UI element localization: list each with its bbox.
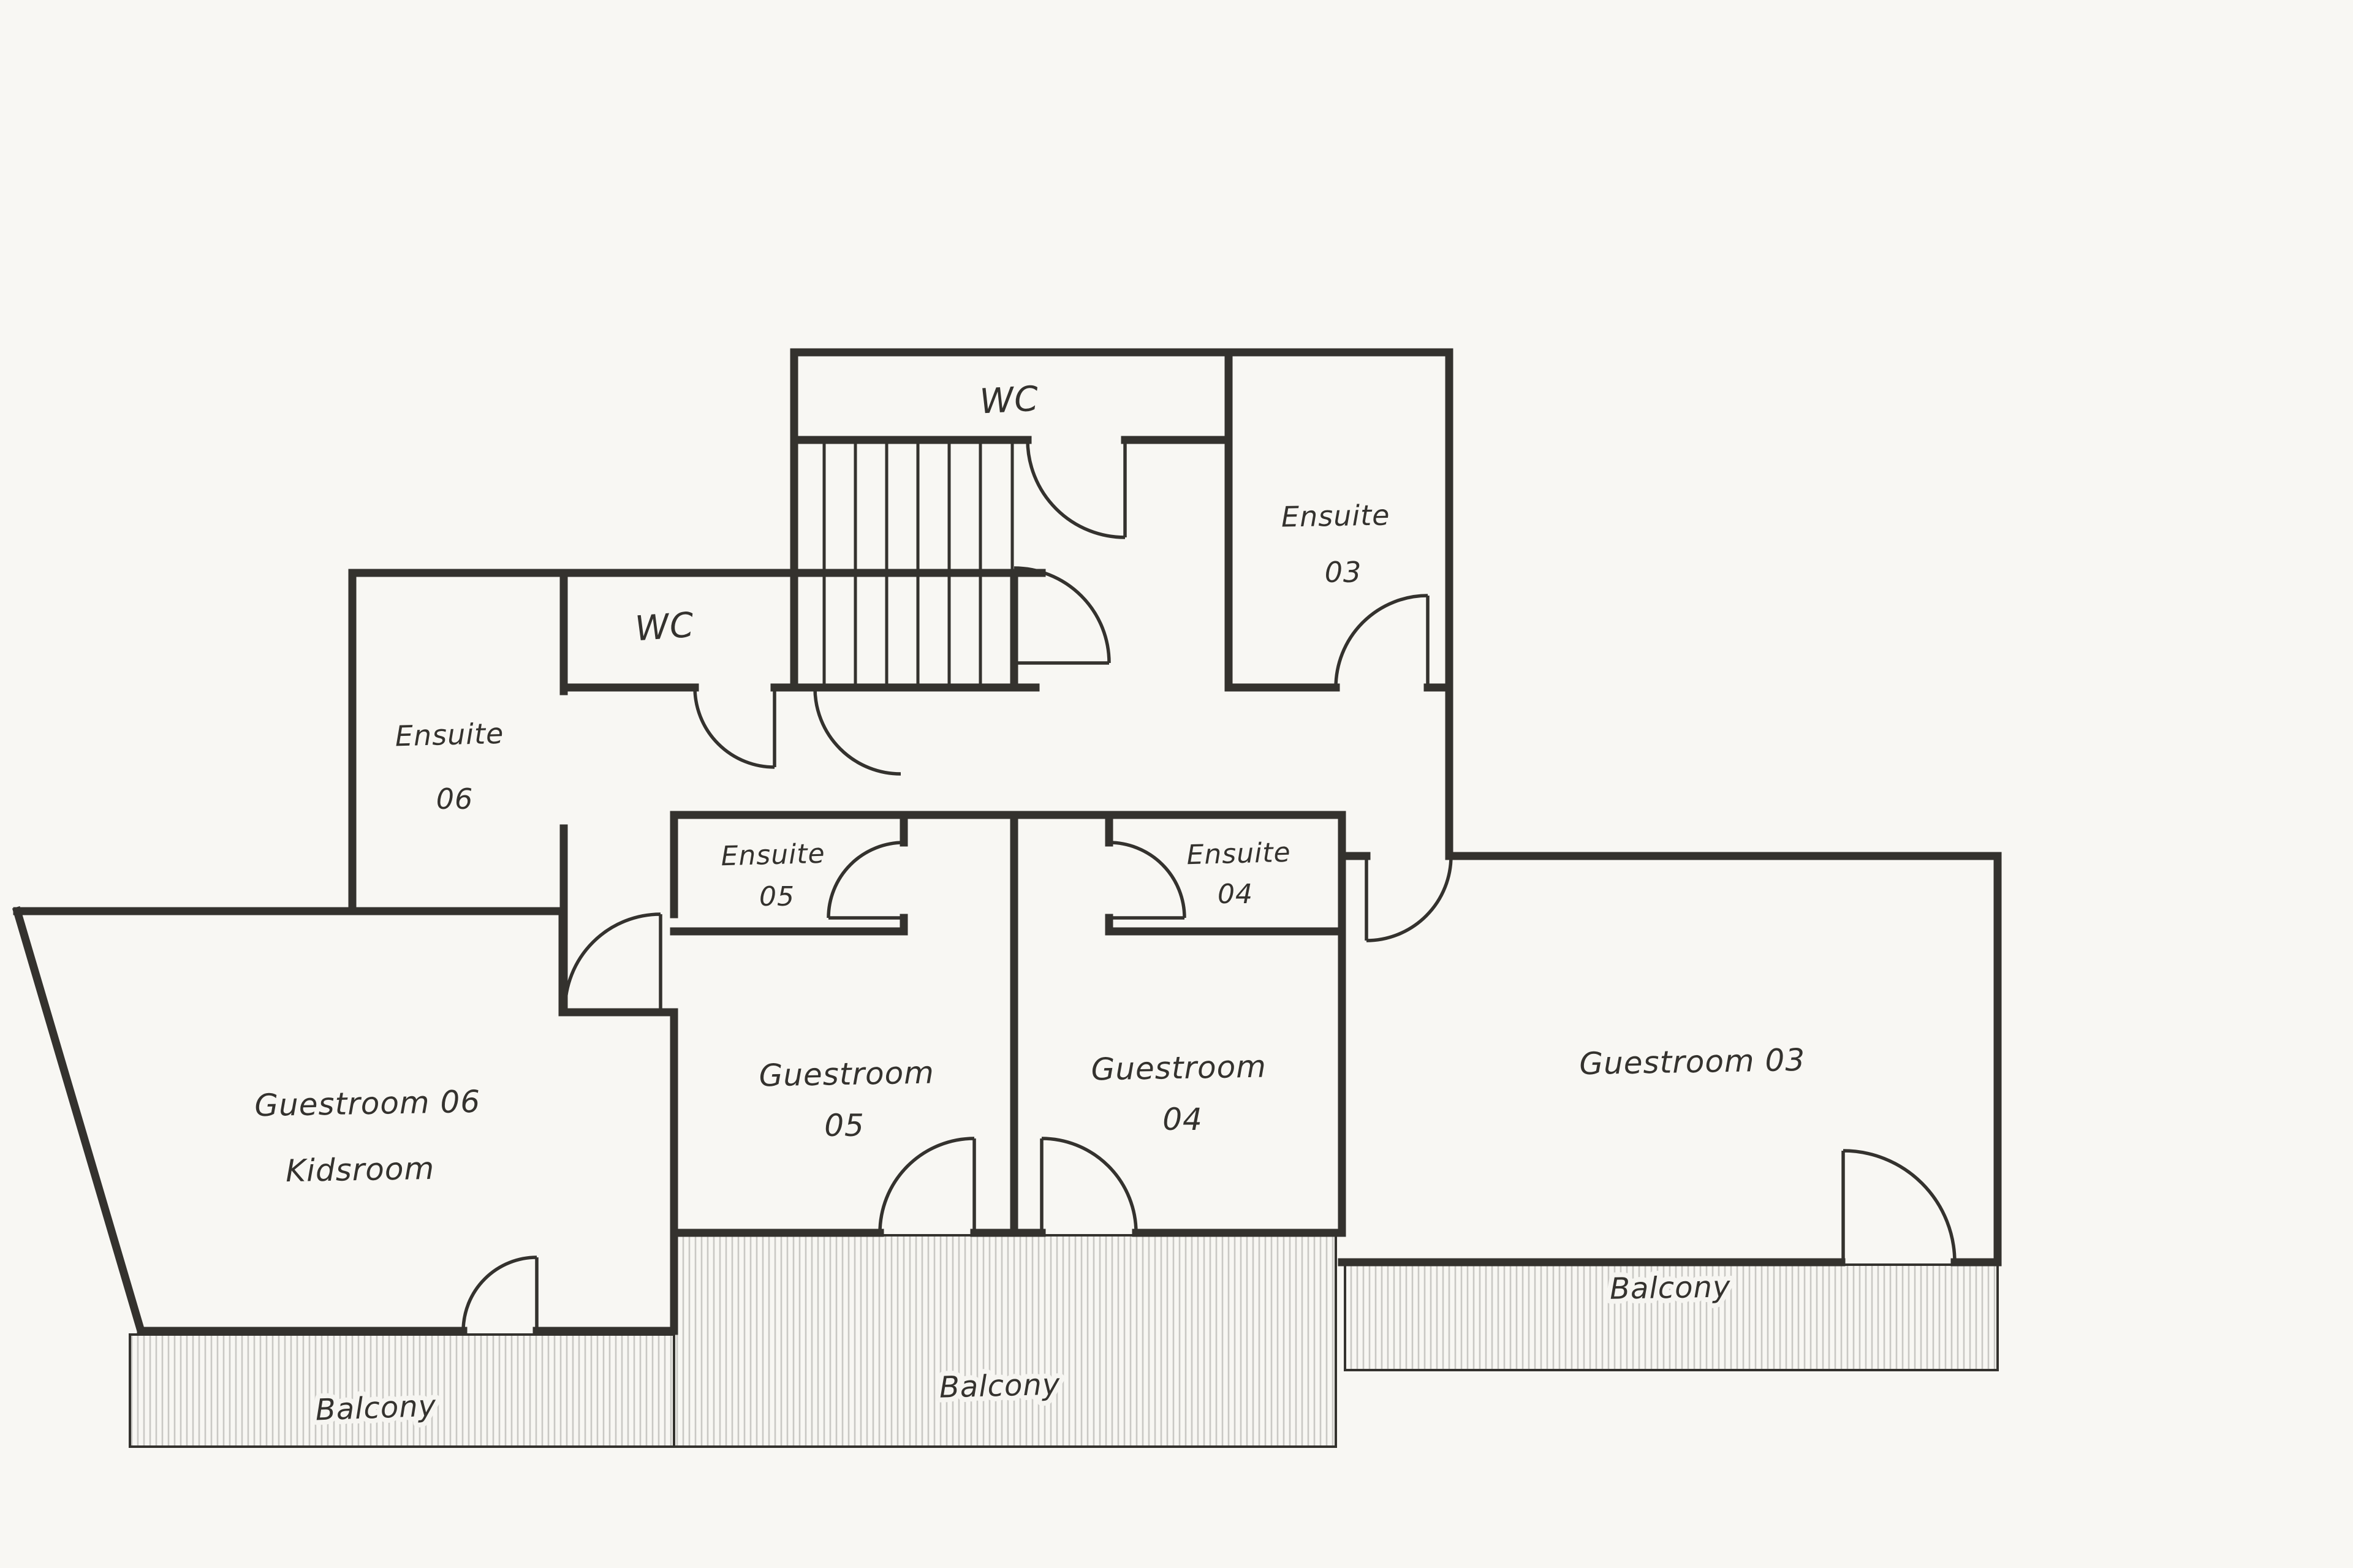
doors xyxy=(461,439,1957,1331)
balcony-right-area xyxy=(1344,1263,1999,1371)
wall-top-block xyxy=(790,348,1453,860)
label-guestroom06-line1: Guestroom 06 xyxy=(254,1084,481,1123)
label-balcony-middle: Balcony xyxy=(939,1367,1061,1404)
door-wc-upper xyxy=(1026,439,1127,539)
door-wc-lower xyxy=(693,687,776,769)
door-guestroom03-balcony xyxy=(1841,1149,1957,1263)
label-ensuite04-line1: Ensuite xyxy=(1186,837,1291,871)
staircase xyxy=(822,444,1014,684)
door-guestroom04-balcony xyxy=(1040,1137,1138,1233)
label-ensuite03-line1: Ensuite xyxy=(1281,498,1390,533)
wall-guestroom06 xyxy=(12,906,678,1336)
label-guestroom06-line2: Kidsroom xyxy=(286,1151,435,1189)
door-guestroom06-balcony xyxy=(461,1256,539,1331)
label-balcony-left: Balcony xyxy=(315,1389,437,1428)
stair-treads-upper-flight xyxy=(822,444,1014,569)
label-balcony-right: Balcony xyxy=(1610,1270,1731,1306)
label-ensuite04-line2: 04 xyxy=(1218,879,1253,910)
label-guestroom03: Guestroom 03 xyxy=(1579,1042,1806,1081)
door-stairs xyxy=(1014,566,1111,665)
label-guestroom04-line2: 04 xyxy=(1162,1102,1203,1137)
door-guestroom05-balcony xyxy=(878,1137,976,1233)
balcony-left-area xyxy=(129,1333,675,1448)
door-ensuite05 xyxy=(827,841,904,920)
wall-guestroom03 xyxy=(1338,852,2002,1267)
door-corridor xyxy=(813,686,901,776)
door-guestroom03-entry xyxy=(1365,855,1453,942)
balconies xyxy=(129,1234,1999,1448)
room-labels: WC Ensuite 03 WC Ensuite 06 Ensuite 05 E… xyxy=(254,379,1806,1433)
door-ensuite04 xyxy=(1108,841,1186,920)
label-ensuite05-line2: 05 xyxy=(759,881,795,912)
balcony-middle-area xyxy=(673,1234,1337,1448)
label-wc-lower: WC xyxy=(634,605,695,650)
label-wc-upper: WC xyxy=(979,379,1040,422)
walls xyxy=(12,348,2002,1336)
door-guestroom06-entry xyxy=(563,912,662,1010)
label-guestroom05-line1: Guestroom xyxy=(759,1055,934,1094)
label-ensuite06-line2: 06 xyxy=(436,782,474,816)
label-ensuite05-line1: Ensuite xyxy=(721,838,825,872)
door-ensuite03 xyxy=(1334,594,1430,688)
label-guestroom04-line1: Guestroom xyxy=(1091,1049,1267,1088)
label-ensuite03-line2: 03 xyxy=(1325,556,1362,589)
stair-treads-lower-flight xyxy=(822,577,982,684)
wall-guestrooms-04-05 xyxy=(670,811,1346,1335)
label-guestroom05-line2: 05 xyxy=(824,1108,865,1143)
label-ensuite06-line1: Ensuite xyxy=(395,717,504,753)
